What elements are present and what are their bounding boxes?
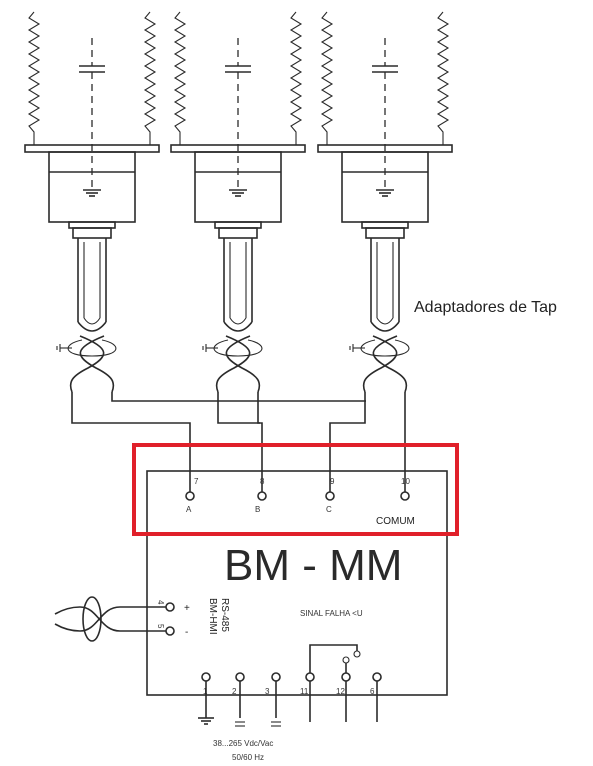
bushing-c-icon	[317, 11, 453, 393]
bushing-a-icon	[24, 11, 160, 393]
svg-text:11: 11	[300, 687, 309, 696]
bottom-terminal-6: 6	[370, 672, 382, 722]
bushing-b-icon	[170, 11, 306, 393]
bottom-terminal-1: 1	[198, 672, 214, 725]
tap-adapters-label: Adaptadores de Tap	[414, 299, 557, 316]
svg-text:9: 9	[330, 477, 335, 486]
tap-wiring	[71, 392, 406, 492]
svg-text:12: 12	[336, 687, 345, 696]
svg-text:5: 5	[156, 624, 165, 629]
svg-text:2: 2	[232, 687, 237, 696]
bottom-terminal-11: 11	[300, 672, 315, 722]
svg-text:7: 7	[194, 477, 199, 486]
svg-text:-: -	[185, 627, 188, 638]
supply-voltage-label: 38...265 Vdc/Vac	[213, 739, 273, 748]
input-terminal-10: 10	[400, 477, 410, 501]
fault-relay-contact	[309, 644, 361, 673]
svg-text:8: 8	[260, 477, 265, 486]
input-terminal-8: 8 B	[255, 477, 267, 514]
svg-text:10: 10	[401, 477, 410, 486]
svg-text:B: B	[255, 505, 260, 514]
device-box	[146, 470, 448, 696]
svg-text:4: 4	[156, 600, 165, 605]
device-title: BM - MM	[224, 541, 402, 590]
bottom-terminal-12: 12	[336, 672, 351, 722]
terminal-highlight-box	[132, 443, 459, 536]
svg-text:6: 6	[370, 687, 375, 696]
rs485-label: RS-485 BM-HMI	[207, 598, 230, 635]
bottom-terminal-2: 2	[232, 672, 245, 727]
bottom-terminal-3: 3	[265, 672, 281, 727]
svg-text:C: C	[326, 505, 332, 514]
svg-text:+: +	[184, 603, 190, 614]
svg-text:BM-HMI: BM-HMI	[207, 598, 218, 635]
svg-text:RS-485: RS-485	[219, 598, 230, 632]
input-terminal-7: 7 A	[185, 477, 199, 514]
svg-text:A: A	[186, 505, 192, 514]
rs485-twisted-cable-icon	[54, 596, 166, 642]
fault-signal-label: SINAL FALHA <U	[300, 609, 363, 618]
svg-text:3: 3	[265, 687, 270, 696]
common-label: COMUM	[376, 516, 415, 527]
supply-frequency-label: 50/60 Hz	[232, 753, 264, 762]
input-terminal-9: 9 C	[325, 477, 335, 514]
